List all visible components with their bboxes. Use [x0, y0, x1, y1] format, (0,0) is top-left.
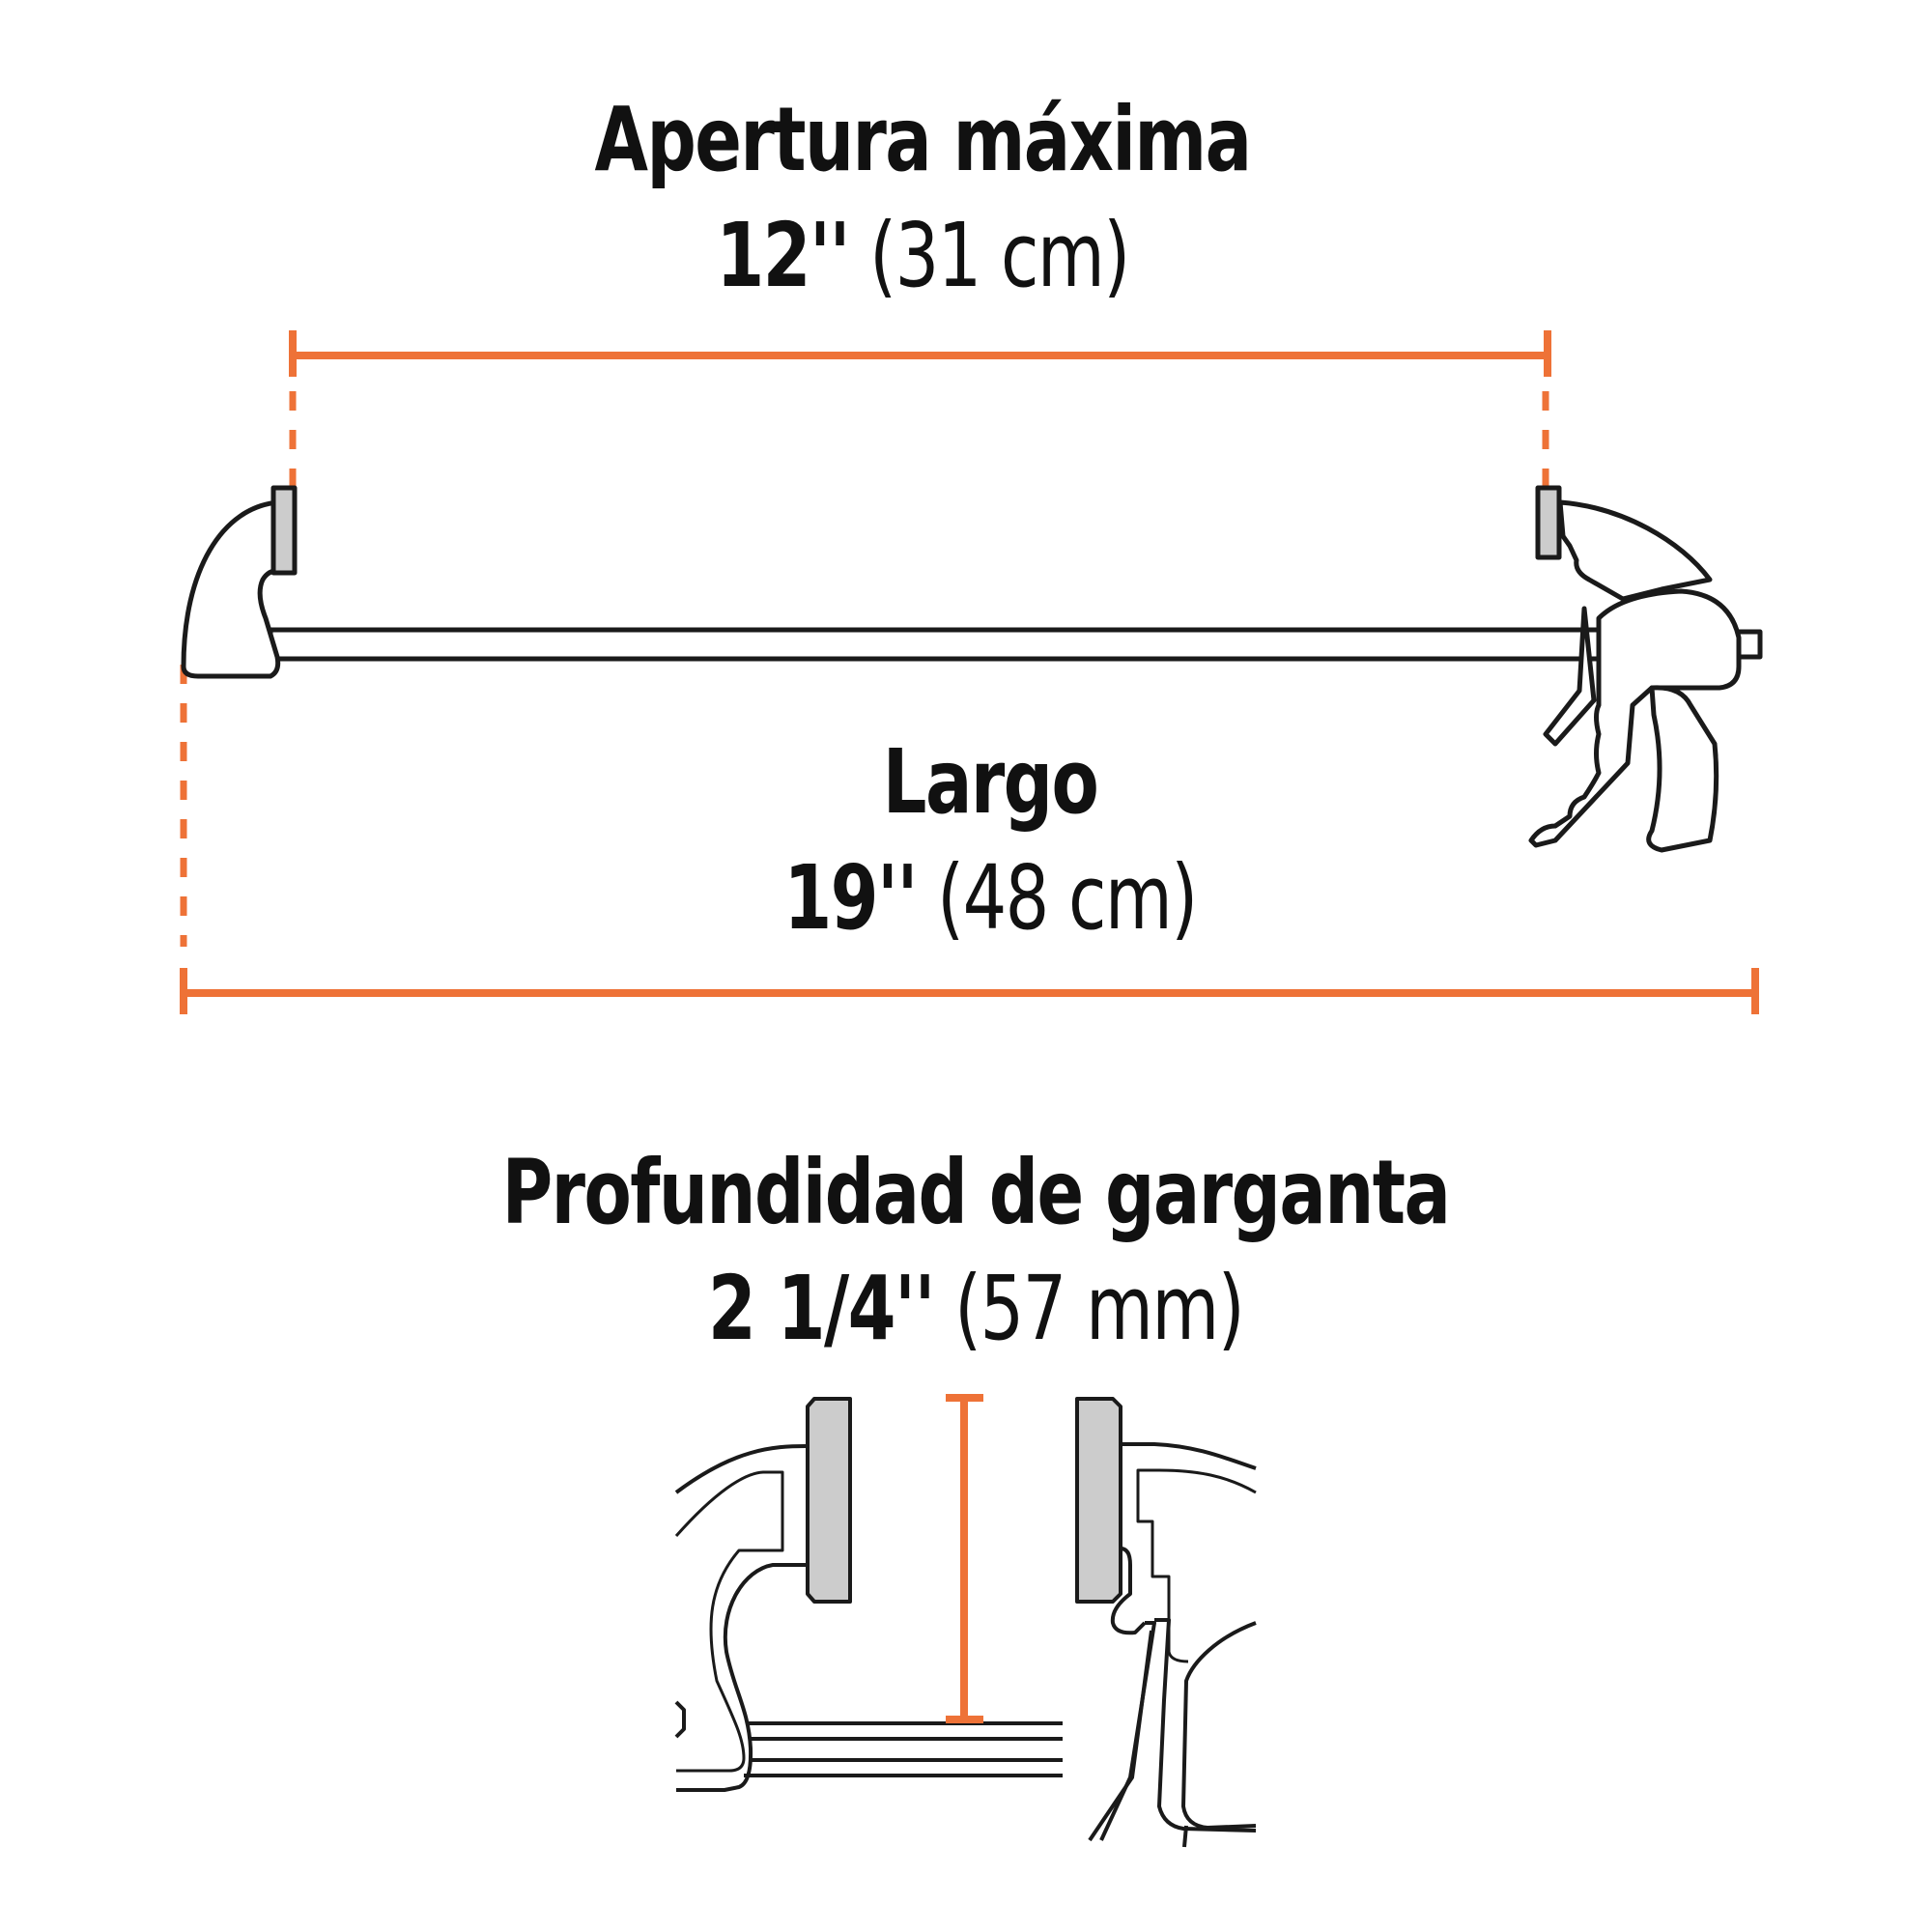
largo-value-imperial: 19'' [783, 846, 918, 950]
apertura-title: Apertura máxima [594, 88, 1252, 191]
largo-value: 19'' (48 cm) [237, 850, 1744, 947]
garganta-value-metric: (57 mm) [954, 1257, 1245, 1360]
apertura-value-metric: (31 cm) [869, 204, 1130, 307]
garganta-dimension-line [946, 1394, 983, 1723]
garganta-title: Profundidad de garganta [501, 1141, 1451, 1244]
largo-dimension-line [180, 665, 1759, 1014]
clamp-illustration [181, 485, 1763, 853]
apertura-value: 12'' (31 cm) [169, 208, 1676, 304]
largo-title: Largo [882, 730, 1099, 834]
apertura-value-imperial: 12'' [716, 204, 850, 307]
apertura-dimension-line [289, 330, 1551, 488]
garganta-value-imperial: 2 1/4'' [707, 1257, 936, 1360]
throat-detail-illustration [674, 1397, 1257, 1848]
garganta-value: 2 1/4'' (57 mm) [222, 1261, 1729, 1357]
largo-value-metric: (48 cm) [937, 846, 1198, 950]
